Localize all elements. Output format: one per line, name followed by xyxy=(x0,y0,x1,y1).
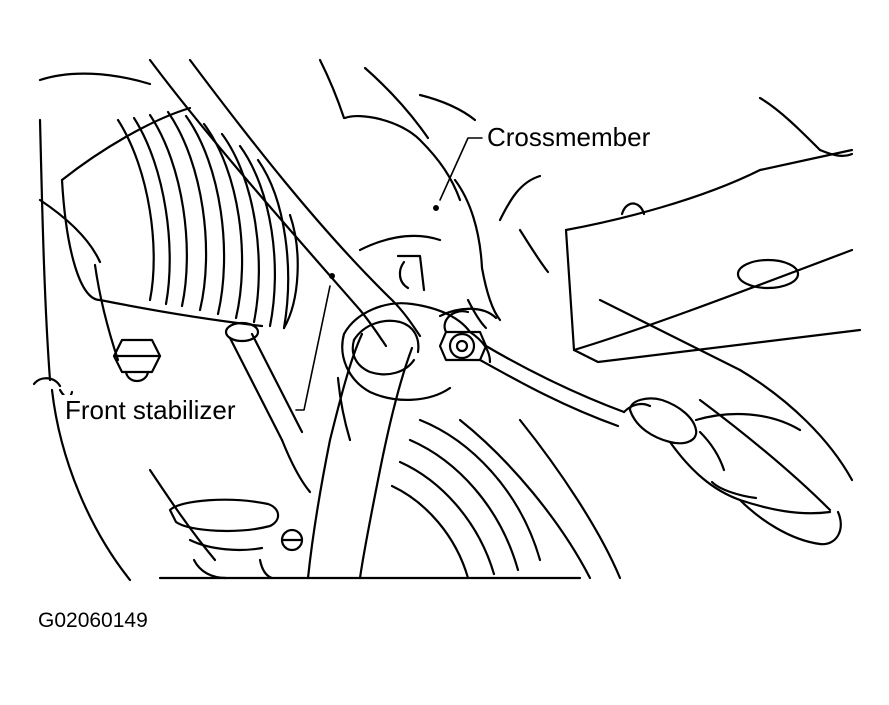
bushing-bracket xyxy=(341,302,498,401)
crossmember-body xyxy=(343,114,550,330)
crossmember-label: Crossmember xyxy=(484,122,654,152)
background-contours xyxy=(32,58,854,582)
leader-line-crossmember xyxy=(439,137,483,201)
figure-code: G02060149 xyxy=(38,609,148,632)
lower-plate xyxy=(564,148,862,364)
stabilizer-bar xyxy=(148,58,422,580)
bracket-nut xyxy=(438,330,488,362)
leader-line-front-stabilizer xyxy=(295,285,331,411)
leader-lines xyxy=(295,137,483,411)
mounting-bolt xyxy=(112,338,162,383)
front-stabilizer-label: Front stabilizer xyxy=(62,395,239,425)
hand xyxy=(628,397,842,546)
wrench xyxy=(443,310,652,428)
lower-chassis xyxy=(168,498,304,580)
wheel-arcs xyxy=(390,418,542,580)
steering-rack-boot xyxy=(60,106,312,494)
